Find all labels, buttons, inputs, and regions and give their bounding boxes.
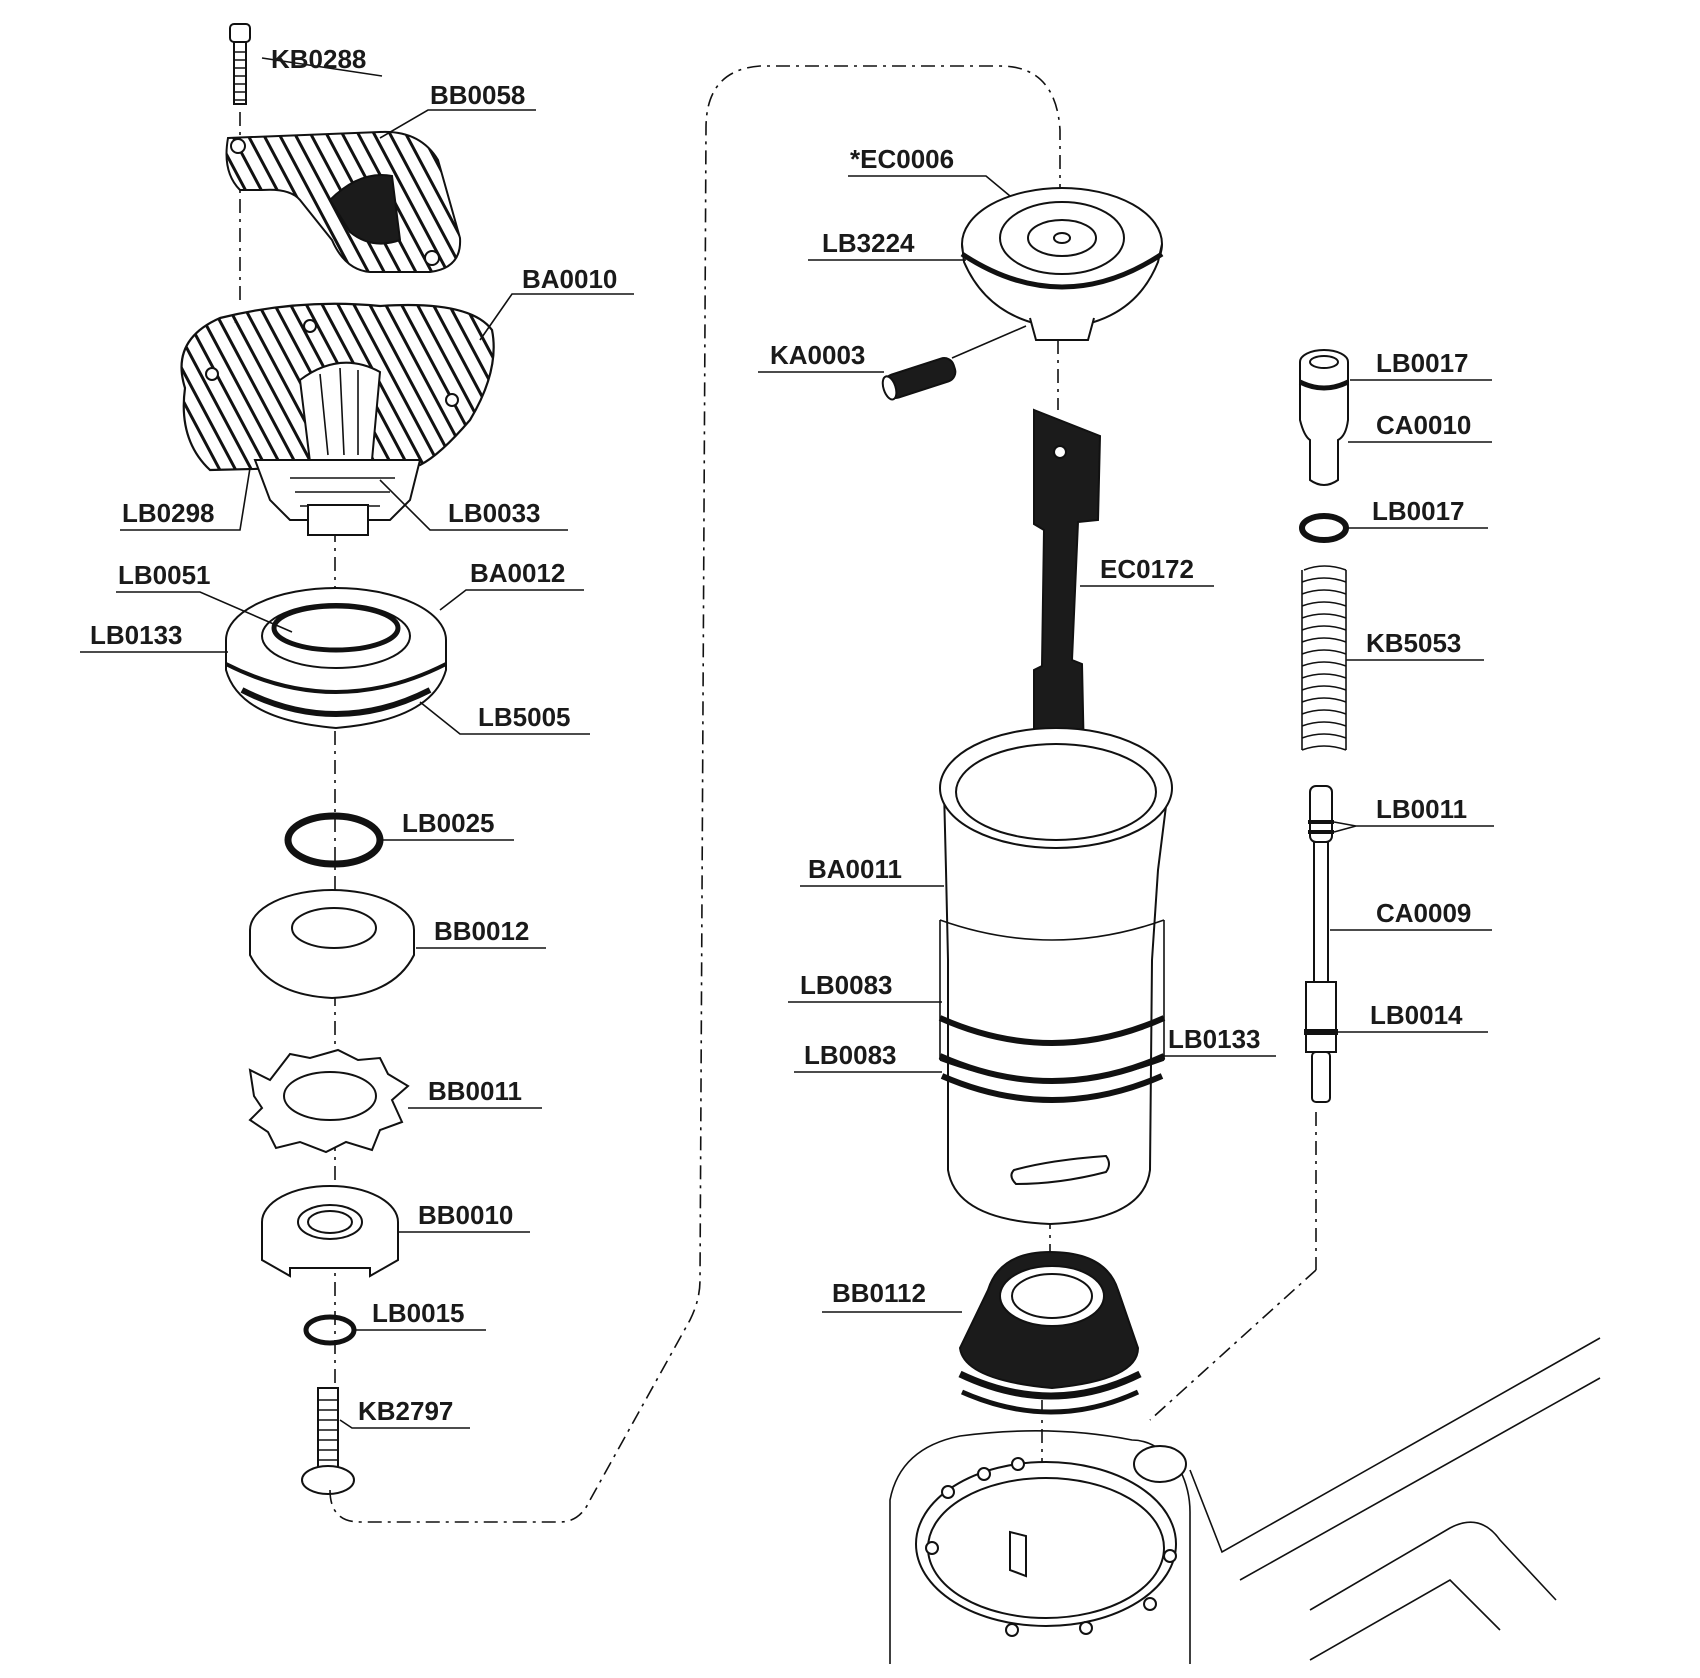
- label-lb0017-a: LB0017: [1376, 348, 1469, 378]
- leader-kb0288: [261, 57, 383, 77]
- label-bb0010: BB0010: [418, 1200, 513, 1230]
- ca0009-stem: [1304, 785, 1338, 1103]
- ba0010-head: [180, 302, 495, 536]
- kb0288-screw: [229, 23, 251, 105]
- bb0058-plate: [225, 130, 462, 273]
- center-assembly: *EC0006 LB3224 KA0003 EC0172 BA0011 LB00…: [758, 144, 1601, 1664]
- label-lb0083-b: LB0083: [804, 1040, 897, 1070]
- kb2797-screw: [301, 1387, 355, 1495]
- bb0012-washer: [249, 889, 415, 1000]
- label-lb0133-right: LB0133: [1168, 1024, 1261, 1054]
- label-bb0112: BB0112: [832, 1278, 926, 1308]
- bb0010-nut: [261, 1185, 399, 1278]
- leader-lb0011: [1333, 821, 1494, 833]
- label-lb0051: LB0051: [118, 560, 211, 590]
- label-ec0172: EC0172: [1100, 554, 1194, 584]
- ec0006-cap: [960, 187, 1164, 341]
- leader-lb5005: [419, 701, 590, 735]
- label-ba0011: BA0011: [808, 854, 902, 884]
- label-bb0011: BB0011: [428, 1076, 522, 1106]
- label-ca0009: CA0009: [1376, 898, 1471, 928]
- label-lb0011: LB0011: [1376, 794, 1467, 824]
- base-housing: [889, 1337, 1601, 1664]
- lb0017-oring: [1299, 513, 1349, 543]
- label-kb2797: KB2797: [358, 1396, 453, 1426]
- label-bb0058: BB0058: [430, 80, 525, 110]
- axis-line: [1149, 1269, 1317, 1421]
- label-lb0033: LB0033: [448, 498, 541, 528]
- ba0012-assembly: [225, 587, 447, 730]
- label-bb0012: BB0012: [434, 916, 529, 946]
- leader-lb0051: [116, 591, 293, 633]
- label-kb5053: KB5053: [1366, 628, 1461, 658]
- label-lb0015: LB0015: [372, 1298, 465, 1328]
- ka0003-pin: [881, 357, 957, 401]
- right-assembly: LB0017 CA0010 LB0017 KB5053 LB0011 CA000…: [1149, 348, 1494, 1421]
- leader-ba0010: [479, 293, 634, 341]
- leader-ka0003: [758, 325, 1027, 373]
- label-lb0083-a: LB0083: [800, 970, 893, 1000]
- lb0015-oring: [303, 1314, 357, 1346]
- leader-lb0033: [379, 479, 568, 531]
- label-ba0012: BA0012: [470, 558, 565, 588]
- ca0010-cap: [1298, 349, 1350, 486]
- label-lb3224: LB3224: [822, 228, 915, 258]
- leader-ec0006: [848, 175, 1011, 197]
- label-ec0006: *EC0006: [850, 144, 954, 174]
- ba0011-cylinder: [938, 727, 1173, 1226]
- assembly-path-line: [329, 65, 1061, 1523]
- leader-kb2797: [339, 1419, 470, 1429]
- leader-ba0012: [439, 589, 584, 611]
- label-ca0010: CA0010: [1376, 410, 1471, 440]
- label-ba0010: BA0010: [522, 264, 617, 294]
- label-ka0003: KA0003: [770, 340, 865, 370]
- bb0011-star-nut: [248, 1048, 410, 1154]
- lb0025-oring: [284, 812, 384, 868]
- label-lb0298: LB0298: [122, 498, 215, 528]
- left-assembly: KB0288 BB0058 BA0010 LB0298 LB0033 LB005…: [80, 23, 634, 1495]
- leader-lb0298: [120, 467, 251, 531]
- leader-bb0058: [379, 109, 536, 139]
- bb0112-bellows: [958, 1250, 1142, 1415]
- label-lb0017-b: LB0017: [1372, 496, 1465, 526]
- label-lb0014: LB0014: [1370, 1000, 1463, 1030]
- label-lb5005: LB5005: [478, 702, 571, 732]
- label-lb0025: LB0025: [402, 808, 495, 838]
- label-kb0288: KB0288: [271, 44, 366, 74]
- kb5053-spring: [1301, 565, 1347, 751]
- label-lb0133-left: LB0133: [90, 620, 183, 650]
- ec0172-blade: [1033, 408, 1102, 762]
